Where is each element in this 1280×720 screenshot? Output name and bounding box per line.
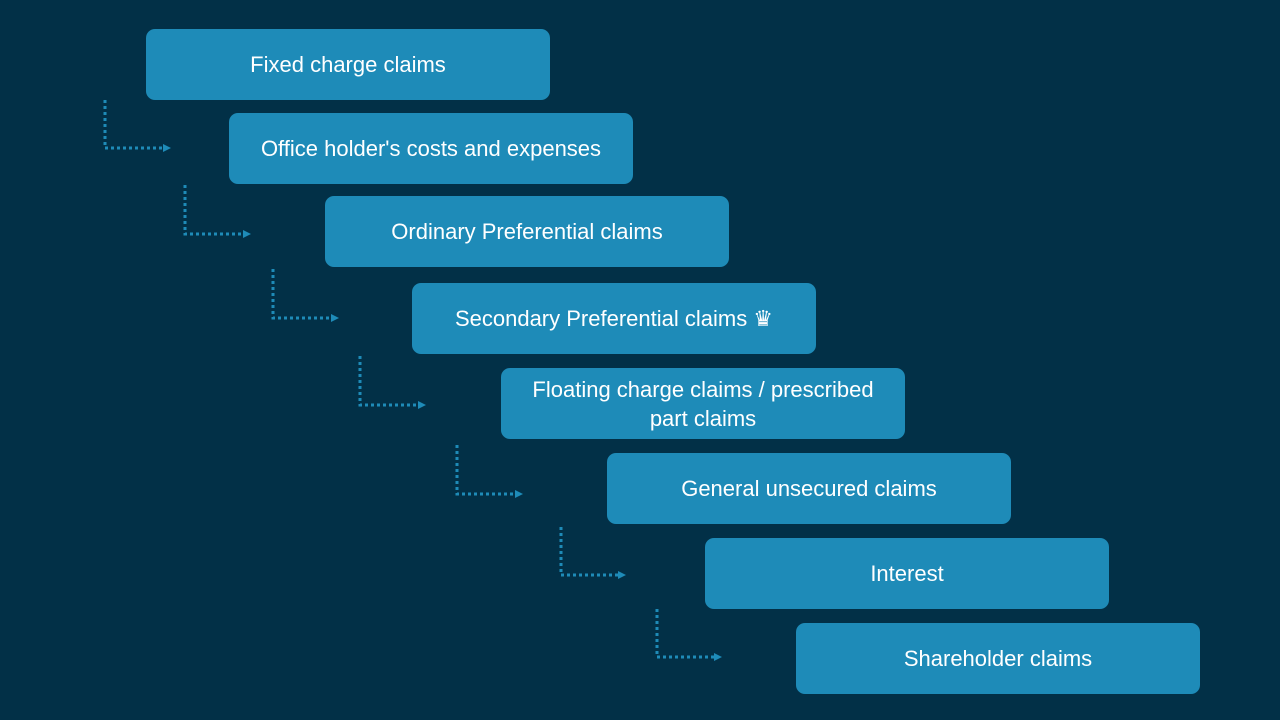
connector-arrow xyxy=(271,269,339,322)
step-secondary-preferential-claims: Secondary Preferential claims ♛ xyxy=(412,283,816,354)
connector-arrow xyxy=(358,356,426,409)
connector-arrow xyxy=(183,185,251,238)
step-ordinary-preferential-claims: Ordinary Preferential claims xyxy=(325,196,729,267)
step-fixed-charge-claims: Fixed charge claims xyxy=(146,29,550,100)
step-general-unsecured-claims: General unsecured claims xyxy=(607,453,1011,524)
connector-arrow xyxy=(103,100,171,152)
connector-arrow xyxy=(455,445,523,498)
connector-arrow xyxy=(655,609,722,661)
step-shareholder-claims: Shareholder claims xyxy=(796,623,1200,694)
connector-arrow xyxy=(559,527,626,579)
step-floating-charge-claims: Floating charge claims / prescribed part… xyxy=(501,368,905,439)
step-office-holder-costs: Office holder's costs and expenses xyxy=(229,113,633,184)
step-interest: Interest xyxy=(705,538,1109,609)
